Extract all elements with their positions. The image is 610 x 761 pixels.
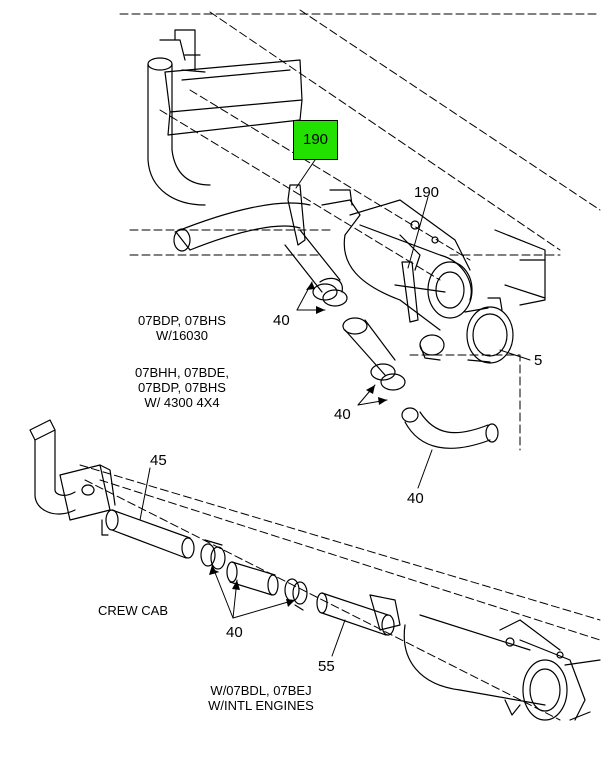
pipe-segment-middle xyxy=(312,283,406,391)
note-group2: 07BHH, 07BDE, 07BDP, 07BHS W/ 4300 4X4 xyxy=(126,365,238,410)
callout-40-lower[interactable]: 40 xyxy=(226,624,243,641)
note-group1-line1: 07BDP, 07BHS xyxy=(138,313,226,328)
frame-rail-lower xyxy=(79,464,601,721)
note-crew-cab: CREW CAB xyxy=(97,603,169,618)
note-group1-line2: W/16030 xyxy=(155,328,209,343)
note-group3: W/07BDL, 07BEJ W/INTL ENGINES xyxy=(196,683,326,713)
note-group1: 07BDP, 07BHS W/16030 xyxy=(126,313,238,343)
tailpipe-curved xyxy=(401,407,499,449)
exhaust-pipe-upper xyxy=(173,202,343,293)
note-group2-line2: 07BDP, 07BHS xyxy=(138,380,226,395)
frame-bracket-right xyxy=(494,229,546,306)
frame-rail-upper xyxy=(119,9,601,451)
vertical-stack-lower xyxy=(29,419,116,521)
note-group2-line3: W/ 4300 4X4 xyxy=(144,395,220,410)
callout-40-top[interactable]: 40 xyxy=(273,312,290,329)
outlet-end-5 xyxy=(464,297,514,364)
callout-190[interactable]: 190 xyxy=(414,184,440,201)
callout-5[interactable]: 5 xyxy=(534,352,543,369)
lower-pipe-45 xyxy=(101,509,195,559)
dpf-canister-lower xyxy=(369,594,601,721)
callout-40-middle[interactable]: 40 xyxy=(334,406,351,423)
note-group2-line1: 07BHH, 07BDE, xyxy=(135,365,229,380)
bracket-190 xyxy=(287,184,446,323)
arrowheads xyxy=(209,282,387,607)
callout-190-highlight[interactable]: 190 xyxy=(293,120,338,160)
lower-pipe-55 xyxy=(316,592,395,636)
dpf-canister-upper xyxy=(321,189,473,331)
callout-55[interactable]: 55 xyxy=(318,658,335,675)
note-group3-line2: W/INTL ENGINES xyxy=(208,698,314,713)
callout-45[interactable]: 45 xyxy=(150,452,167,469)
callout-40-curved[interactable]: 40 xyxy=(407,490,424,507)
note-group3-line1: W/07BDL, 07BEJ xyxy=(210,683,312,698)
vertical-stack-upper xyxy=(147,29,211,206)
cross-member xyxy=(164,59,303,136)
clamps-lower-row xyxy=(200,539,308,611)
clamp-upper-right xyxy=(419,334,445,361)
